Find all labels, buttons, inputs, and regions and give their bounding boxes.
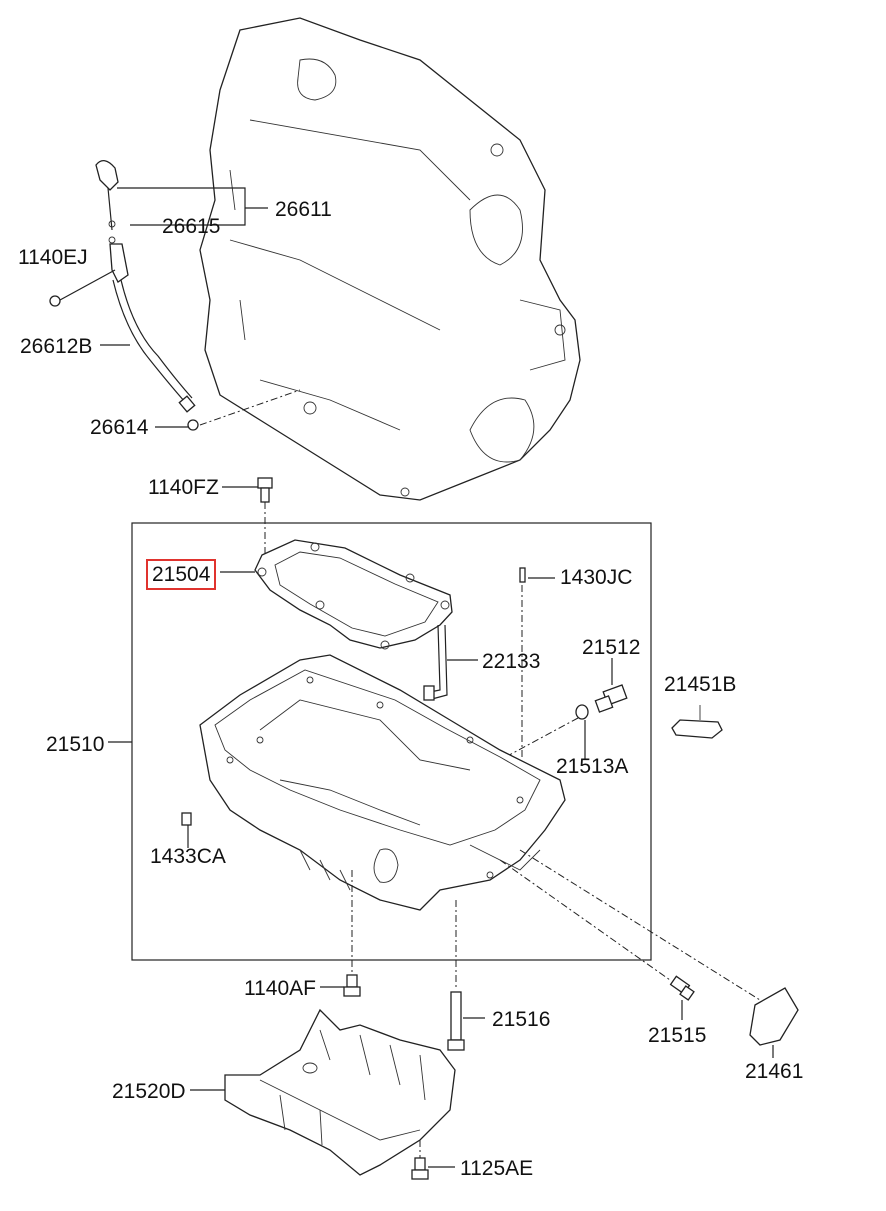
- label-1430JC: 1430JC: [560, 566, 633, 589]
- gasket-21504: [254, 539, 453, 650]
- label-21512: 21512: [582, 636, 641, 659]
- label-1140FZ: 1140FZ: [148, 476, 219, 499]
- label-21451B: 21451B: [664, 673, 737, 696]
- label-26612B: 26612B: [20, 335, 93, 358]
- label-1140EJ: 1140EJ: [18, 246, 88, 269]
- label-1433CA: 1433CA: [150, 845, 226, 868]
- label-26614: 26614: [90, 416, 149, 439]
- label-26615: 26615: [162, 215, 221, 238]
- bolt-1140af: [343, 974, 361, 997]
- tube-22133: [423, 624, 448, 701]
- engine-block: [199, 17, 581, 501]
- bolt-1125ae: [411, 1157, 429, 1180]
- bolt-21515: [669, 975, 695, 1001]
- label-1140AF: 1140AF: [244, 977, 316, 1000]
- undercover-21520d: [224, 1008, 456, 1176]
- drain-plug-21512: [594, 684, 628, 713]
- label-21504-highlighted[interactable]: 21504: [146, 559, 217, 590]
- bolt-21516: [447, 991, 465, 1051]
- bolt-1140fz: [257, 477, 273, 503]
- dipstick-assembly: [49, 160, 301, 431]
- label-21461: 21461: [745, 1060, 804, 1083]
- label-21516: 21516: [492, 1008, 551, 1031]
- cover-21461: [749, 987, 799, 1046]
- label-1125AE: 1125AE: [460, 1157, 534, 1180]
- label-21451b: [671, 719, 723, 739]
- label-26611: 26611: [275, 198, 332, 221]
- label-21513A: 21513A: [556, 755, 629, 778]
- label-22133: 22133: [482, 650, 541, 673]
- label-21510: 21510: [46, 733, 105, 756]
- label-21520D: 21520D: [112, 1080, 186, 1103]
- label-21515: 21515: [648, 1024, 707, 1047]
- oil-pan-21510: [199, 654, 566, 911]
